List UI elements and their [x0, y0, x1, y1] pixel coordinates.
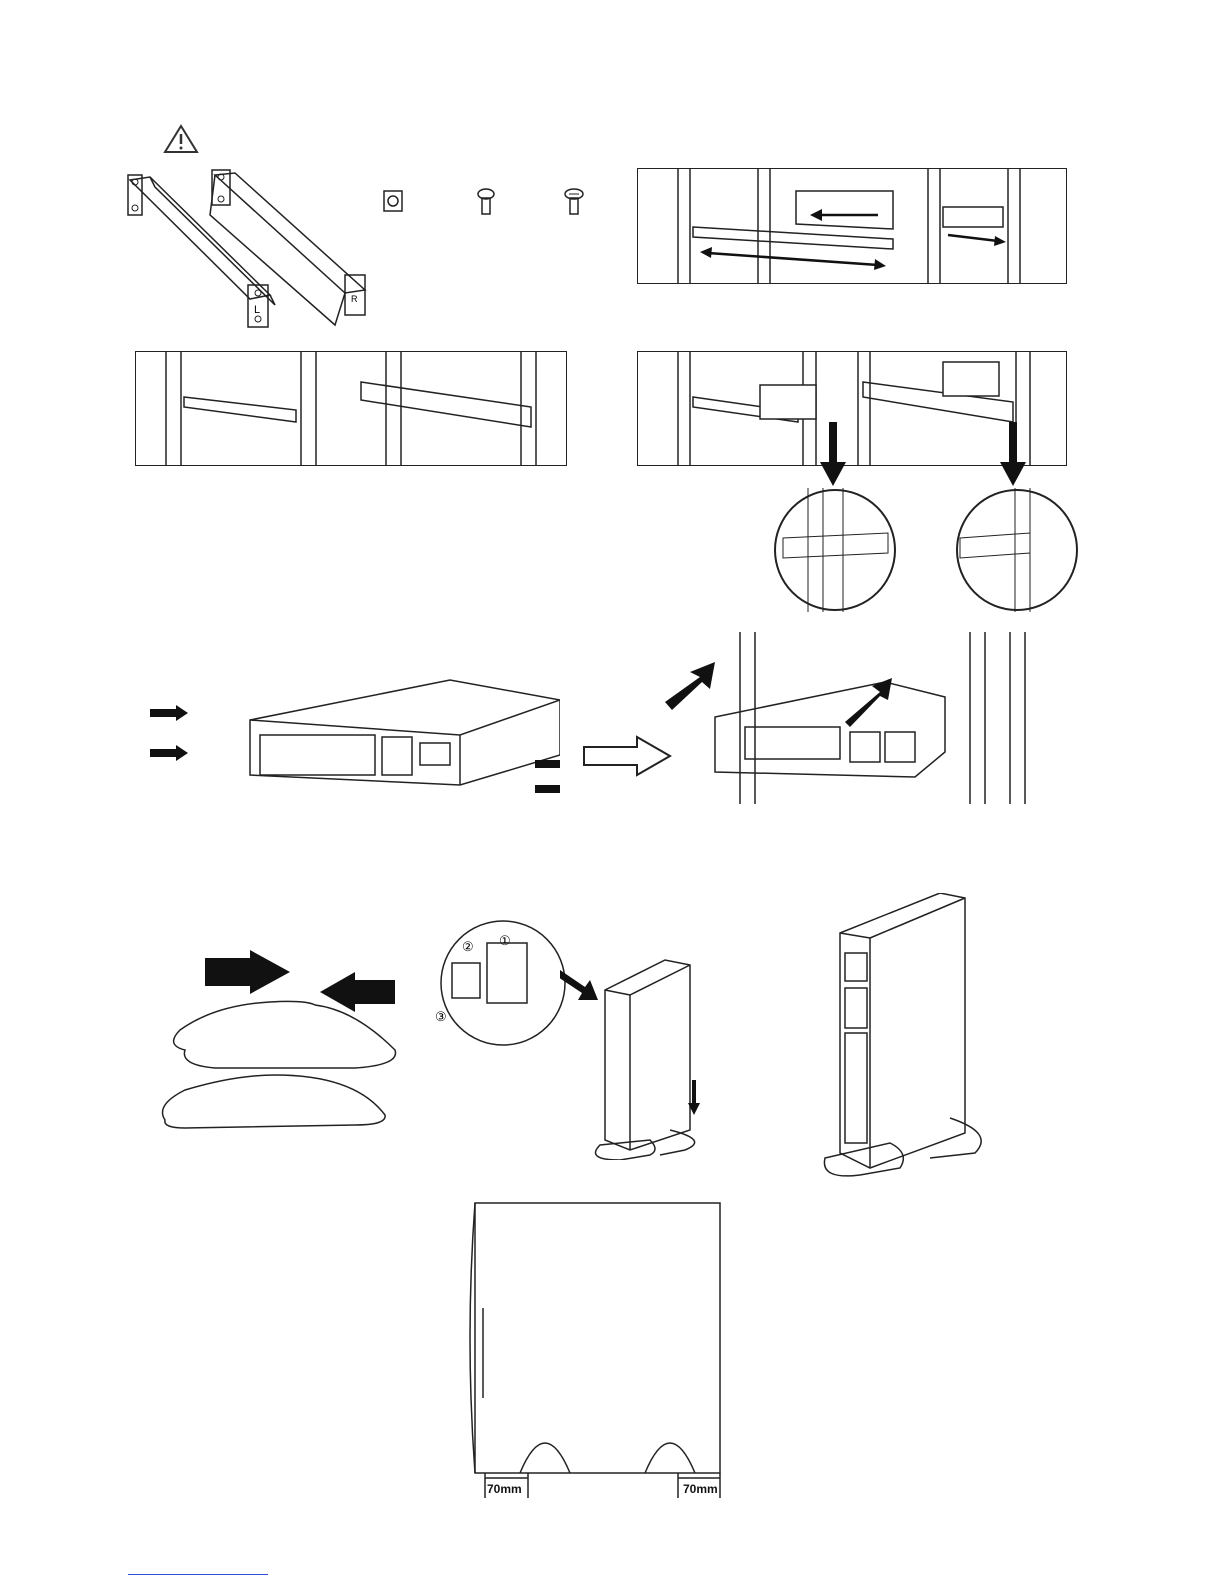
tower-ups-with-stands-illustration: [820, 893, 995, 1180]
footer-rule: [128, 1574, 268, 1575]
screw-icon: [475, 188, 497, 218]
front-panel-detail-circle: ① ② ③: [432, 918, 574, 1048]
cage-nut-icon: [380, 185, 406, 217]
rail-kit-illustration: L R: [120, 165, 380, 330]
down-arrow-right: [1000, 422, 1026, 488]
step-3-callout: ③: [435, 1009, 447, 1024]
rail-left-label: L: [254, 304, 260, 316]
next-step-arrow-icon: [582, 735, 672, 777]
right-clearance-label: 70mm: [683, 1482, 718, 1496]
down-arrow-left: [820, 422, 846, 488]
step-2-callout: ②: [462, 939, 474, 954]
warning-icon: [163, 124, 199, 154]
ups-rackmount-ears-illustration: [150, 665, 560, 805]
left-clearance-label: 70mm: [487, 1482, 522, 1496]
screw-washer-icon: [563, 188, 585, 218]
rail-right-label: R: [351, 294, 358, 304]
rack-rail-adjust-panel: [637, 168, 1067, 284]
tower-ups-install-illustration: [560, 955, 715, 1160]
tower-side-view-clearance-illustration: [465, 1198, 730, 1510]
rack-cage-nut-panel: [135, 351, 567, 466]
ups-slide-into-rack-illustration: [660, 632, 1060, 804]
detail-zoom-right: [955, 488, 1079, 612]
tower-stand-join-illustration: [155, 950, 410, 1165]
detail-zoom-left: [773, 488, 897, 612]
step-1-callout: ①: [499, 933, 511, 948]
